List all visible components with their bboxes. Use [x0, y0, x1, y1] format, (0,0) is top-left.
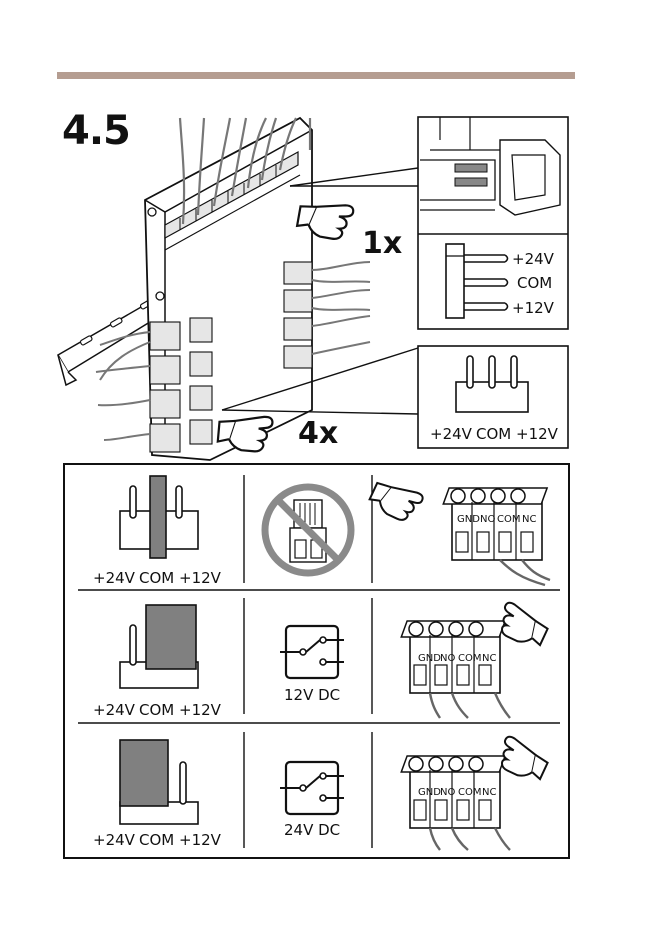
relay-nc: NC [482, 653, 496, 664]
pin-label-12v: +12V [512, 299, 555, 317]
relay-com: COM [458, 787, 481, 798]
r2-label-com: COM [139, 701, 174, 719]
header-label-24v: +24V [430, 425, 473, 443]
relay-no: NO [440, 653, 455, 664]
pin-label-24v: +24V [512, 250, 555, 268]
header-label-com: COM [476, 425, 511, 443]
inset-connector-zoom: +24V COM +12V [418, 117, 568, 329]
relay-gnd: GND [418, 787, 441, 798]
relay-com: COM [458, 653, 481, 664]
r1-label-24v: +24V [93, 569, 136, 587]
r1-label-com: COM [139, 569, 174, 587]
r1-label-12v: +12V [179, 569, 222, 587]
r2-label-12v: +12V [179, 701, 222, 719]
header-label-12v: +12V [516, 425, 559, 443]
relay-nc: NC [522, 514, 536, 525]
relay-nc: NC [482, 787, 496, 798]
relay-gnd: GND [418, 653, 441, 664]
relay-no: NO [440, 787, 455, 798]
relay-gnd: GND [457, 514, 480, 525]
supply-12v-dc: 12V DC [284, 686, 340, 704]
relay-no: NO [480, 514, 495, 525]
relay-com: COM [497, 514, 520, 525]
r3-label-12v: +12V [179, 831, 222, 849]
supply-24v-dc: 24V DC [284, 821, 340, 839]
relay-switch-icon [280, 626, 344, 678]
pin-label-com: COM [517, 274, 552, 292]
r2-label-24v: +24V [93, 701, 136, 719]
callout-4x: 4x [298, 416, 338, 451]
callout-1x: 1x [362, 226, 402, 261]
r3-label-com: COM [139, 831, 174, 849]
controller-housing [96, 118, 370, 460]
relay-switch-icon [280, 762, 344, 814]
r3-label-24v: +24V [93, 831, 136, 849]
inset-pin-header: +24V COM +12V [418, 346, 568, 448]
